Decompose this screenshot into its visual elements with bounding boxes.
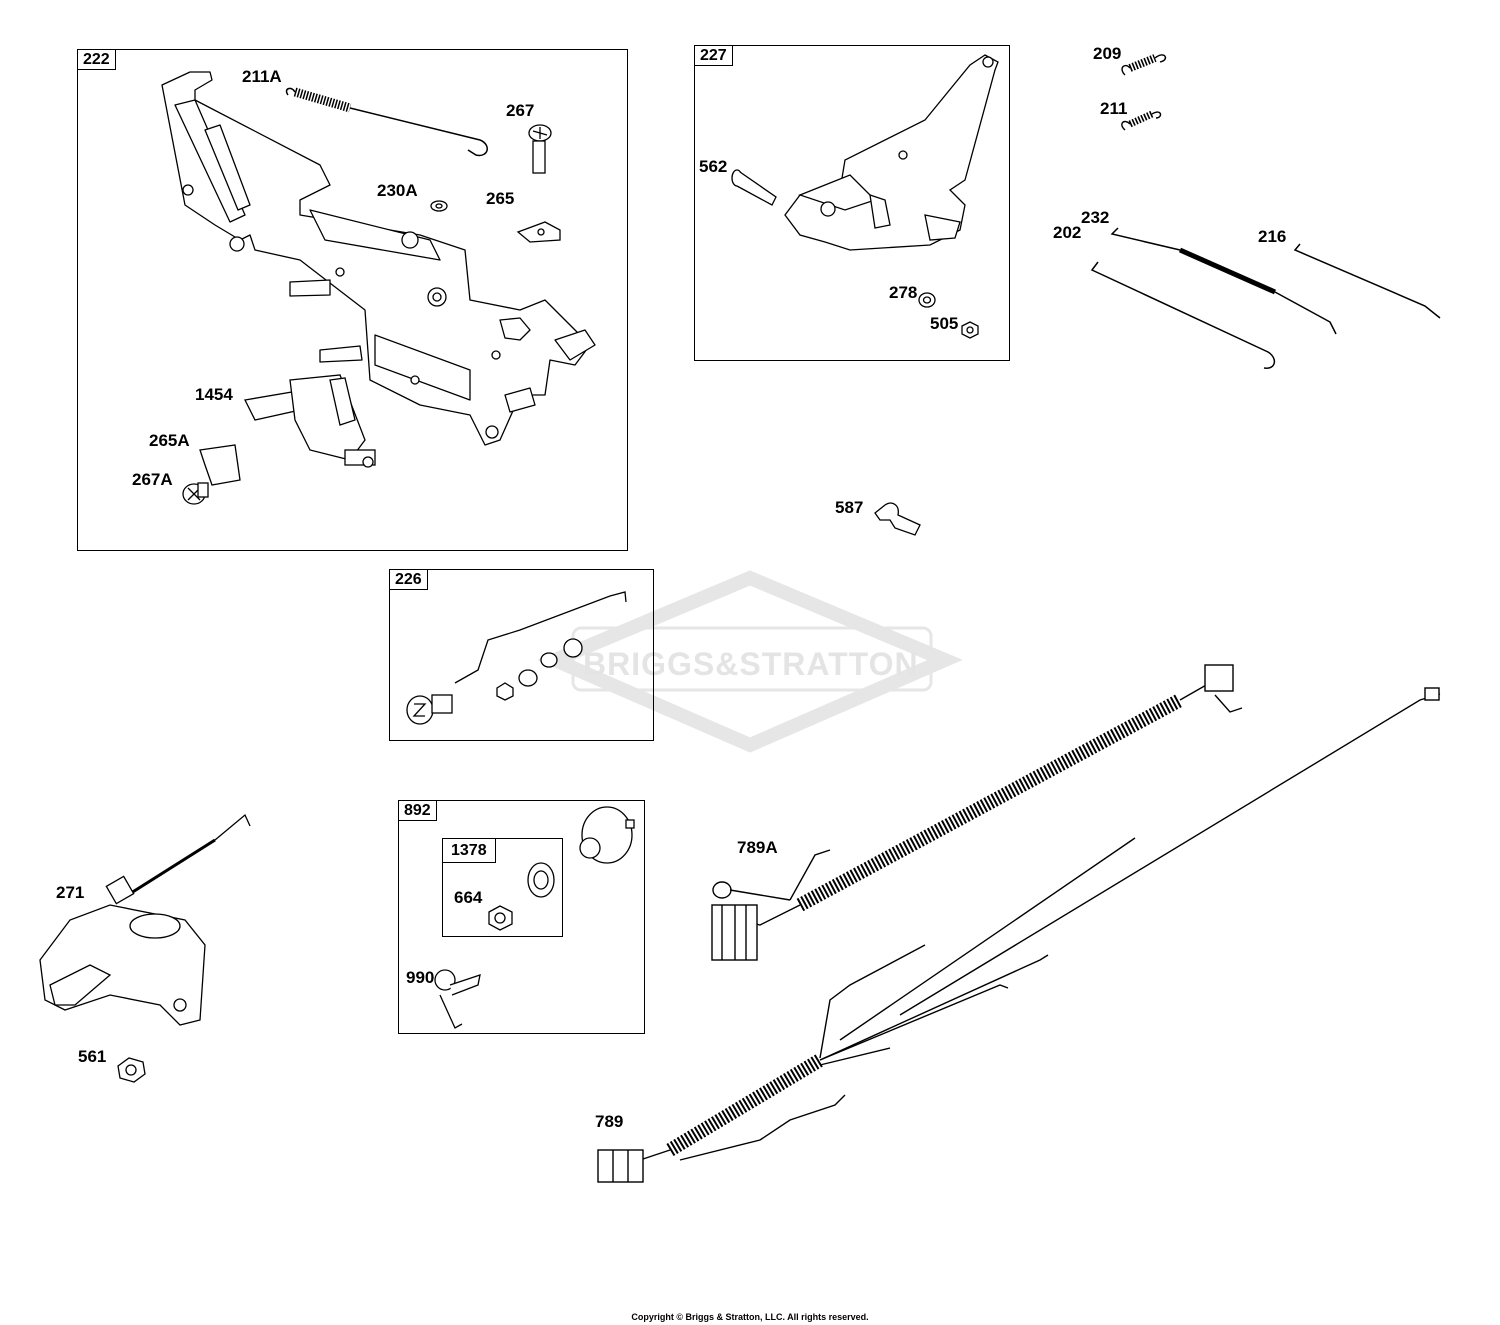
watermark-logo xyxy=(537,570,963,753)
control-bracket-drawing xyxy=(161,71,596,446)
part-label-265A[interactable]: 265A xyxy=(149,431,190,450)
rod-202-drawing xyxy=(1090,261,1276,369)
part-label-211A[interactable]: 211A xyxy=(242,67,282,86)
remote-control-271-drawing xyxy=(39,813,251,1026)
part-label-211[interactable]: 211 xyxy=(1100,99,1128,118)
screw-267A-drawing xyxy=(182,482,209,505)
box-227 xyxy=(694,45,1010,361)
part-label-990[interactable]: 990 xyxy=(406,968,435,987)
screw-267-drawing xyxy=(528,124,552,174)
box-label-222[interactable]: 222 xyxy=(77,49,116,70)
box-label-892[interactable]: 892 xyxy=(398,800,437,821)
ignition-switch-892-drawing xyxy=(434,806,635,1029)
spring-209-drawing xyxy=(1121,54,1167,76)
part-label-664[interactable]: 664 xyxy=(454,888,483,907)
throttle-lever-227-drawing xyxy=(784,54,999,251)
box-226 xyxy=(389,569,654,741)
part-label-789[interactable]: 789 xyxy=(595,1112,624,1131)
part-label-202[interactable]: 202 xyxy=(1053,223,1082,242)
rod-232-drawing xyxy=(1110,227,1337,335)
part-label-587[interactable]: 587 xyxy=(835,498,864,517)
part-label-209[interactable]: 209 xyxy=(1093,44,1122,63)
wire-harness-789A-drawing xyxy=(711,664,1243,961)
clamp-587-drawing xyxy=(874,502,921,536)
part-label-1454[interactable]: 1454 xyxy=(195,385,233,404)
part-label-267A[interactable]: 267A xyxy=(132,470,173,489)
box-label-227[interactable]: 227 xyxy=(694,45,733,66)
nut-561-drawing xyxy=(117,1057,146,1083)
choke-cable-226-drawing xyxy=(406,591,627,725)
copyright-footer: Copyright © Briggs & Stratton, LLC. All … xyxy=(631,1312,869,1322)
wire-harness-789-drawing xyxy=(597,687,1441,1183)
box-label-226[interactable]: 226 xyxy=(389,569,428,590)
part-label-789A[interactable]: 789A xyxy=(737,838,778,857)
part-label-230A[interactable]: 230A xyxy=(377,181,418,200)
nut-505-drawing xyxy=(961,321,979,339)
rod-216-drawing xyxy=(1293,243,1441,319)
part-label-505[interactable]: 505 xyxy=(930,314,959,333)
clip-265A-drawing xyxy=(199,444,241,486)
box-222 xyxy=(77,49,628,551)
spring-211-drawing xyxy=(1121,110,1162,131)
part-label-216[interactable]: 216 xyxy=(1258,227,1287,246)
pin-562-drawing xyxy=(731,169,777,206)
part-label-265[interactable]: 265 xyxy=(486,189,515,208)
spring-211A-drawing xyxy=(285,87,488,157)
part-label-278[interactable]: 278 xyxy=(889,283,918,302)
box-label-1378[interactable]: 1378 xyxy=(442,838,496,863)
part-label-562[interactable]: 562 xyxy=(699,157,728,176)
bracket-1454-drawing xyxy=(244,374,376,468)
watermark-text: BRIGGS&STRATTON xyxy=(583,646,919,682)
box-892 xyxy=(398,800,645,1034)
clip-265-drawing xyxy=(516,221,561,243)
part-label-232[interactable]: 232 xyxy=(1081,208,1110,227)
washer-278-drawing xyxy=(918,292,936,308)
part-label-271[interactable]: 271 xyxy=(56,883,85,902)
part-label-561[interactable]: 561 xyxy=(78,1047,107,1066)
part-label-267[interactable]: 267 xyxy=(506,101,535,120)
washer-230A-drawing xyxy=(430,200,448,212)
box-1378 xyxy=(442,838,563,937)
